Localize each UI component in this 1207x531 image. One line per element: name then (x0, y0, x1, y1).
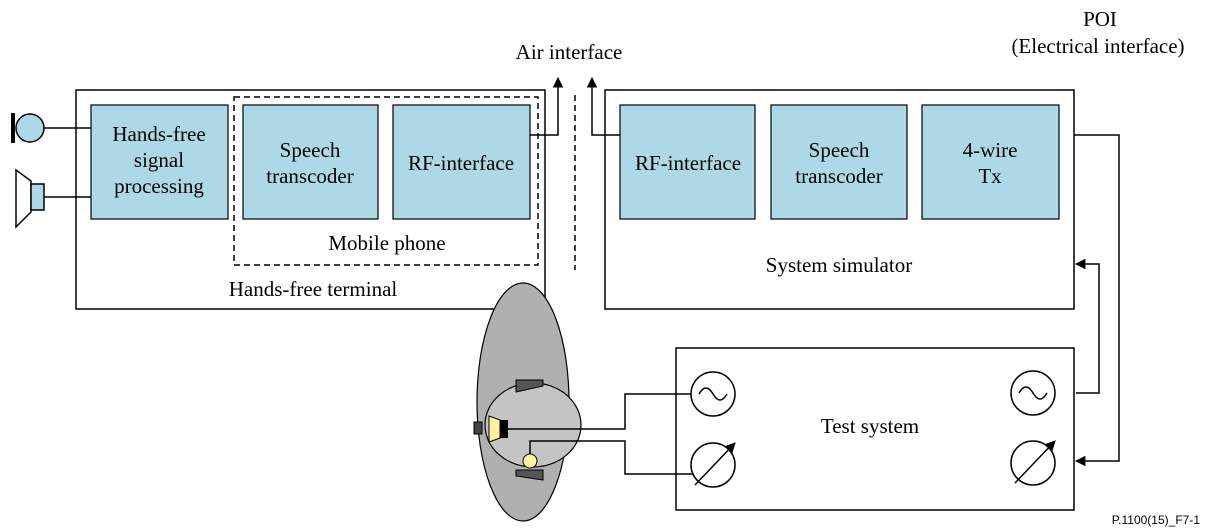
terminal-transcoder-line2: transcoder (266, 164, 353, 188)
simulator-rf-label: RF-interface (635, 151, 741, 175)
simulator-transcoder-line2: transcoder (795, 164, 882, 188)
test-system-box (675, 347, 1075, 511)
poi-rx-line (1074, 258, 1100, 394)
four-wire-line1: 4-wire (963, 138, 1018, 162)
mobile-phone-box (233, 96, 539, 266)
right-signal-generator-icon (1010, 370, 1056, 416)
four-wire-line2: Tx (978, 164, 1002, 188)
hf-processing-line1: Hands-free (112, 122, 205, 146)
test-system-label: Test system (821, 414, 919, 438)
hands-free-processing-block (90, 104, 229, 220)
system-simulator-label: System simulator (766, 253, 912, 277)
hf-processing-line2: signal (134, 148, 184, 172)
terminal-rf-interface-block (392, 104, 531, 220)
head-and-torso-simulator-icon (473, 282, 582, 522)
loudspeaker-icon (15, 168, 45, 229)
mobile-phone-label: Mobile phone (328, 231, 445, 255)
simulator-speech-transcoder-block (770, 104, 908, 220)
hands-free-terminal-label: Hands-free terminal (229, 277, 398, 301)
left-measurement-meter-icon (690, 442, 736, 488)
poi-label: POI (1083, 7, 1117, 31)
four-wire-tx-block (921, 104, 1060, 220)
figure-id: P.1100(15)_F7-1 (1112, 513, 1201, 527)
hf-processing-line3: processing (114, 174, 204, 198)
terminal-transcoder-line1: Speech (280, 138, 341, 162)
right-measurement-meter-icon (1010, 440, 1056, 486)
terminal-speech-transcoder-block (242, 104, 379, 220)
ear-pickup-line (529, 440, 694, 475)
poi-tx-line (1074, 134, 1120, 467)
poi-sublabel: (Electrical interface) (1011, 34, 1184, 58)
air-interface-label: Air interface (516, 40, 623, 64)
terminal-rf-label: RF-interface (408, 151, 514, 175)
microphone-icon (11, 113, 45, 143)
simulator-transcoder-line1: Speech (809, 138, 870, 162)
simulator-rf-interface-block (619, 104, 756, 220)
simulator-air-arrow (586, 76, 620, 136)
mouth-drive-line (507, 393, 691, 430)
terminal-air-arrow (530, 76, 564, 136)
